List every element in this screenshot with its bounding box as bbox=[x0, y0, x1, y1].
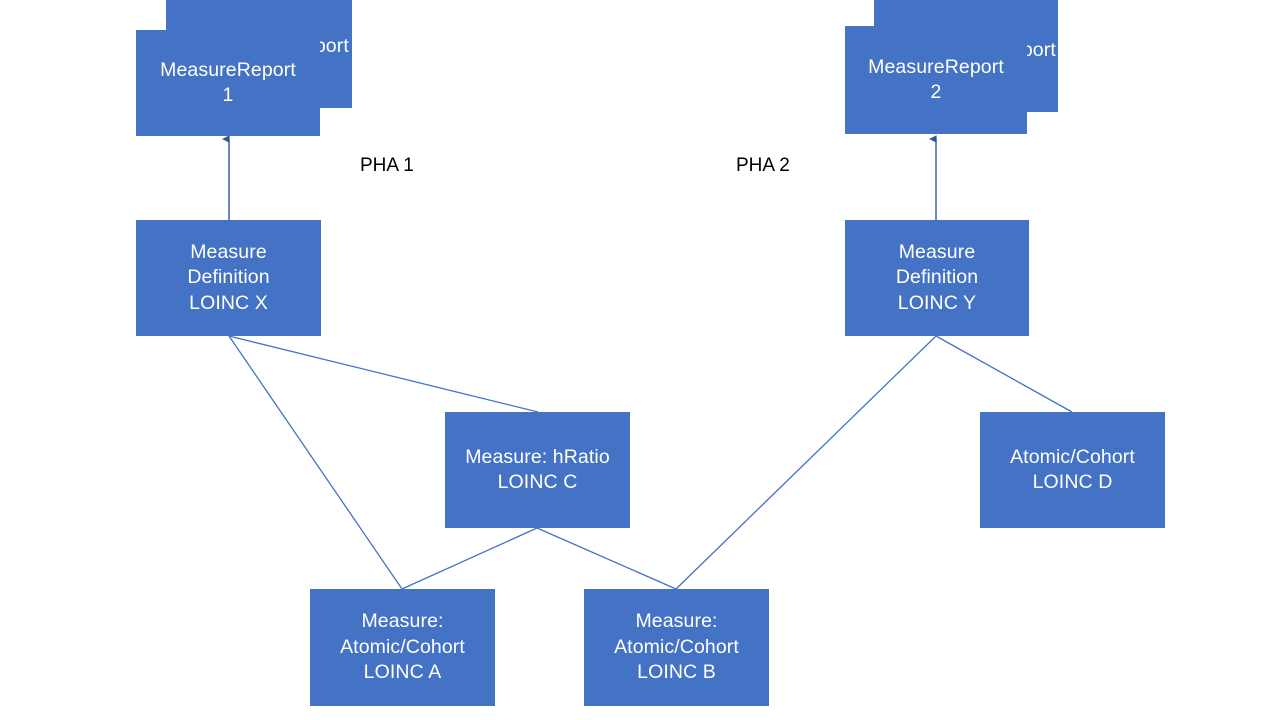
edge-hratio-c-to-atomic-a bbox=[401, 527, 538, 590]
edge-measure-def-x-to-atomic-a bbox=[228, 335, 403, 590]
node-measure-report-1[interactable]: MeasureReport 1 bbox=[136, 30, 320, 136]
edge-measure-def-y-to-atomic-d bbox=[935, 335, 1073, 413]
node-measure-report-2[interactable]: MeasureReport 2 bbox=[845, 26, 1027, 134]
edge-measure-def-x-to-hratio-c bbox=[228, 335, 539, 413]
node-measure-atomic-cohort-loinc-a[interactable]: Measure: Atomic/Cohort LOINC A bbox=[310, 589, 495, 706]
node-measure-hratio-loinc-c[interactable]: Measure: hRatio LOINC C bbox=[445, 412, 630, 528]
node-measure-atomic-cohort-loinc-b[interactable]: Measure: Atomic/Cohort LOINC B bbox=[584, 589, 769, 706]
edge-measure-def-y-to-atomic-b bbox=[675, 335, 937, 590]
node-measure-definition-loinc-y[interactable]: Measure Definition LOINC Y bbox=[845, 220, 1029, 336]
node-atomic-cohort-loinc-d[interactable]: Atomic/Cohort LOINC D bbox=[980, 412, 1165, 528]
node-measure-definition-loinc-x[interactable]: Measure Definition LOINC X bbox=[136, 220, 321, 336]
label-pha-2: PHA 2 bbox=[736, 155, 790, 176]
label-pha-1: PHA 1 bbox=[360, 155, 414, 176]
edge-hratio-c-to-atomic-b bbox=[536, 527, 677, 590]
